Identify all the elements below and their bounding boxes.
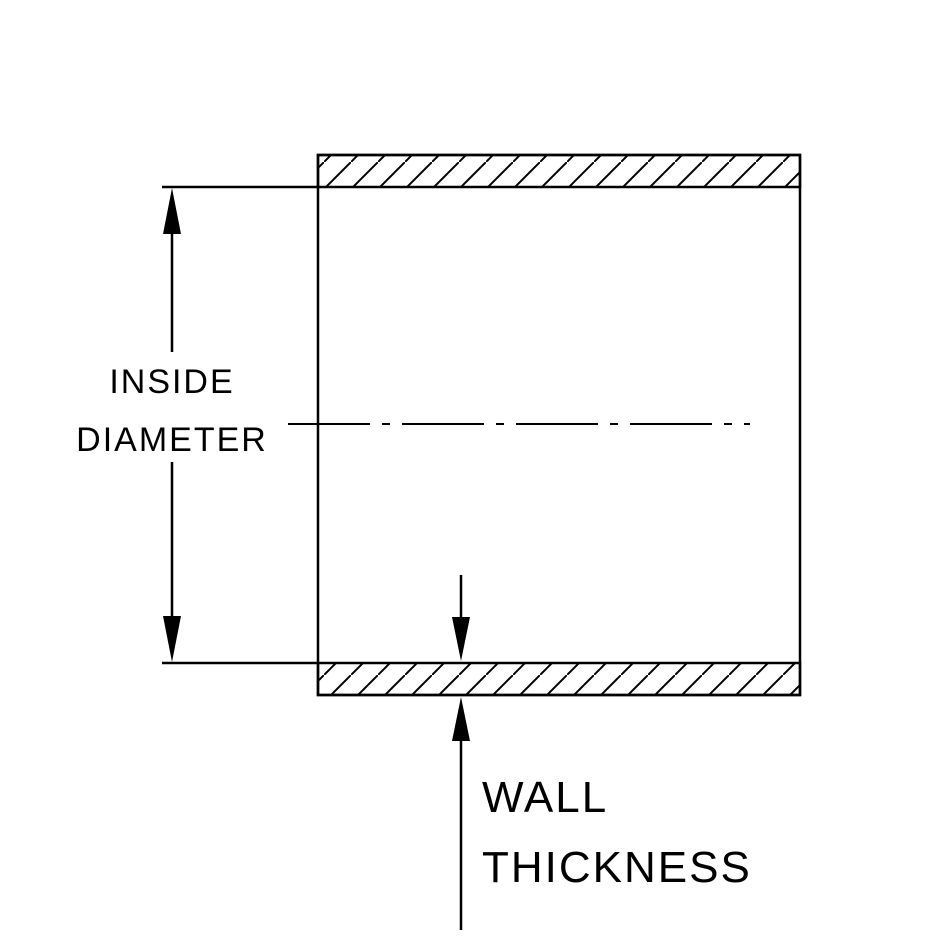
wall-thickness-annotation: WALL THICKNESS [452,575,752,930]
inside-diameter-label-line2: DIAMETER [76,421,268,459]
inside-diameter-label-line1: INSIDE [109,363,234,401]
bottom-wall-hatch [316,661,802,697]
wall-thickness-label-line1: WALL [482,773,608,822]
arrow-up-icon [163,188,181,234]
wall-arrow-down-icon [452,617,470,661]
arrow-down-icon [163,616,181,662]
wall-thickness-label-line2: THICKNESS [482,843,752,892]
wall-arrow-up-icon [452,697,470,741]
top-wall-hatch [316,153,802,189]
inside-diameter-dimension: INSIDE DIAMETER [76,185,318,665]
tube-cross-section [288,153,802,697]
